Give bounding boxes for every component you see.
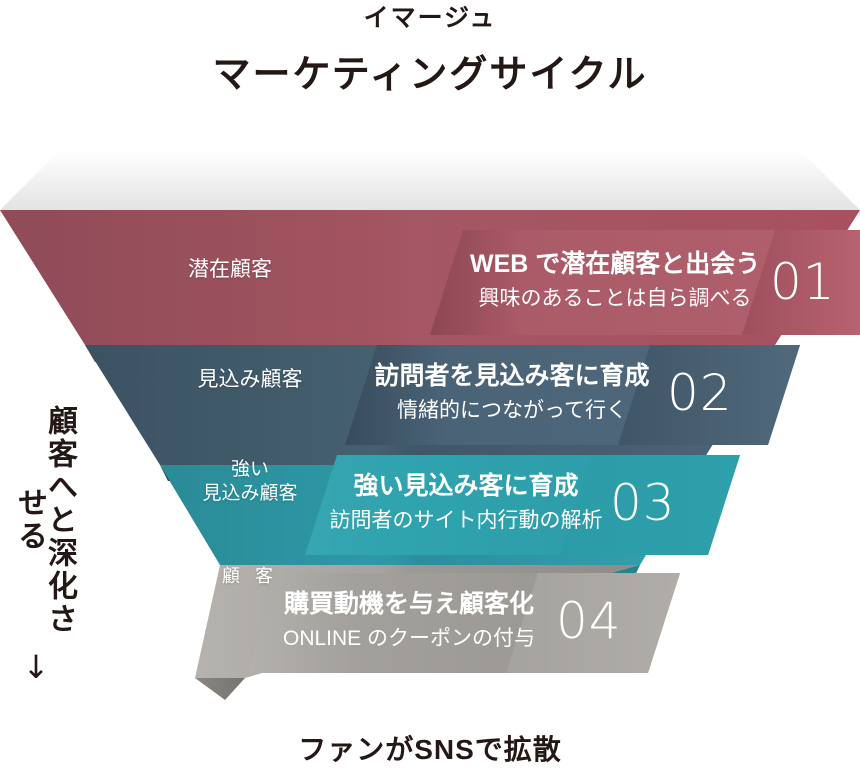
vertical-axis: 顧客へと深化させる ↓: [13, 395, 76, 686]
step-banner-02[interactable]: 訪問者を見込み客に育成 情緒的につながって行く 02: [345, 345, 800, 445]
bottom-caption: ファンがSNSで拡散: [298, 734, 562, 765]
down-arrow-icon: ↓: [22, 648, 50, 686]
step-banner-03-shape: [305, 455, 740, 555]
step-banner-03[interactable]: 強い見込み客に育成 訪問者のサイト内行動の解析 03: [305, 455, 740, 555]
step-banner-04-shape: [248, 573, 680, 673]
step-banner-01[interactable]: WEB で潜在顧客と出会う 興味のあることは自ら調べる 01: [430, 230, 860, 335]
title-block: イマージュ マーケティングサイクル: [0, 0, 860, 96]
step-banner-04[interactable]: 購買動機を与え顧客化 ONLINE のクーポンの付与 04: [248, 573, 680, 673]
page-title: マーケティングサイクル: [212, 54, 648, 96]
vertical-axis-label: 顧客へと深化させる: [13, 404, 76, 636]
step-banner-01-shape: [430, 230, 860, 335]
page-subtitle: イマージュ: [363, 4, 497, 32]
step-banner-02-shape: [345, 345, 800, 445]
